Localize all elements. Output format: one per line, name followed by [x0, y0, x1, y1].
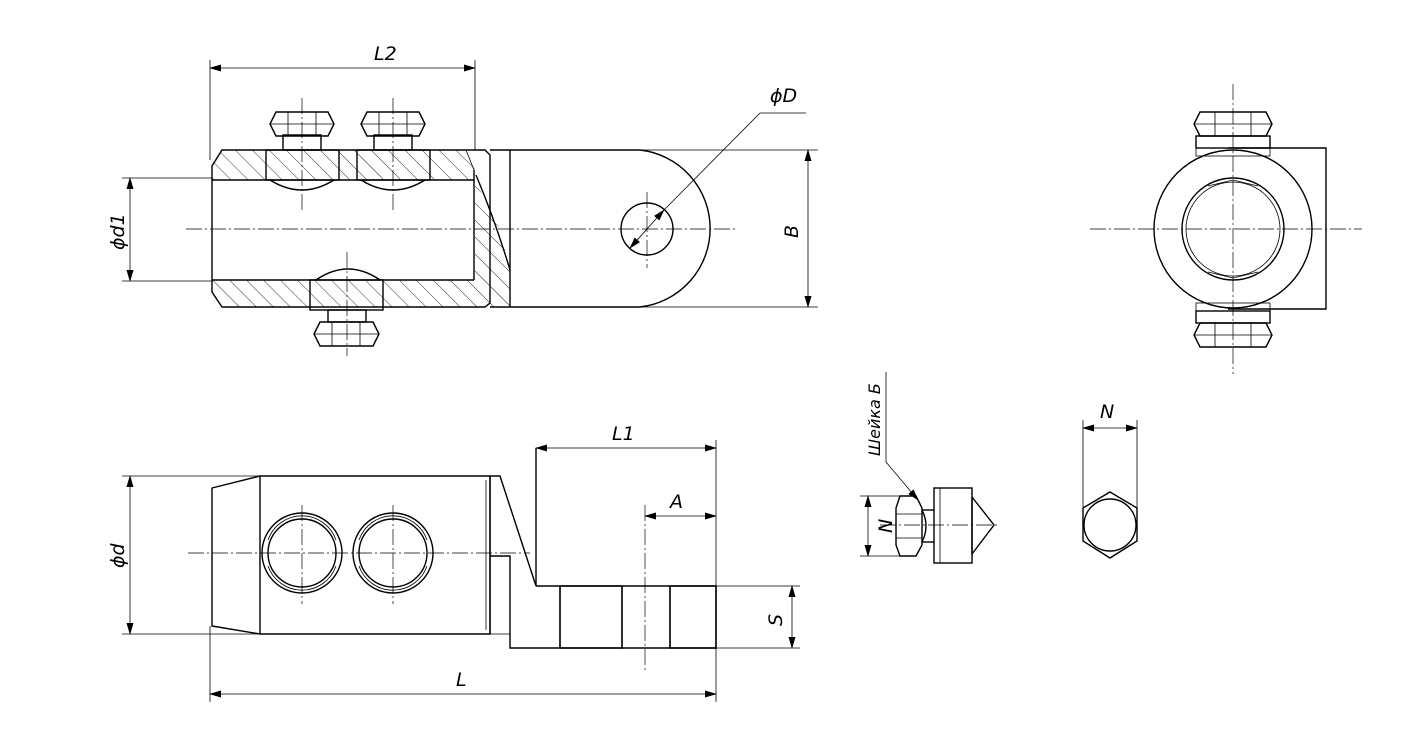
front-body-outline — [211, 475, 491, 635]
bottom-wall-hatch — [212, 180, 510, 307]
dim-l2-label: L2 — [374, 43, 397, 65]
top-bolt-right — [356, 111, 431, 191]
dim-phi-d-cap-label: ϕD — [770, 85, 797, 107]
top-wall-hatch — [212, 150, 475, 180]
bolt-detail: Шейка Б N — [860, 372, 1000, 564]
dim-phi-d-label: ϕd — [107, 542, 129, 568]
dim-n-bolt-label: N — [875, 519, 897, 533]
dim-l-label: L — [456, 669, 467, 691]
dim-l1-label: L1 — [612, 423, 635, 445]
front-view: L1 A ϕd S L — [107, 423, 800, 702]
hex-outline — [1082, 491, 1138, 559]
end-view — [1090, 84, 1362, 374]
callout-neck-label: Шейка Б — [865, 383, 884, 456]
dim-n-hex-label: N — [1100, 401, 1114, 423]
lug-palm — [490, 149, 711, 308]
bottom-bolt — [309, 268, 384, 347]
top-section-view: L2 ϕD B ϕd1 — [107, 43, 818, 356]
dim-a-label: A — [668, 491, 683, 513]
hex-detail: N — [1082, 401, 1138, 559]
dim-b-label: B — [781, 225, 803, 238]
dim-s-label: S — [765, 614, 787, 626]
dim-phi-d1-label: ϕd1 — [107, 213, 129, 250]
